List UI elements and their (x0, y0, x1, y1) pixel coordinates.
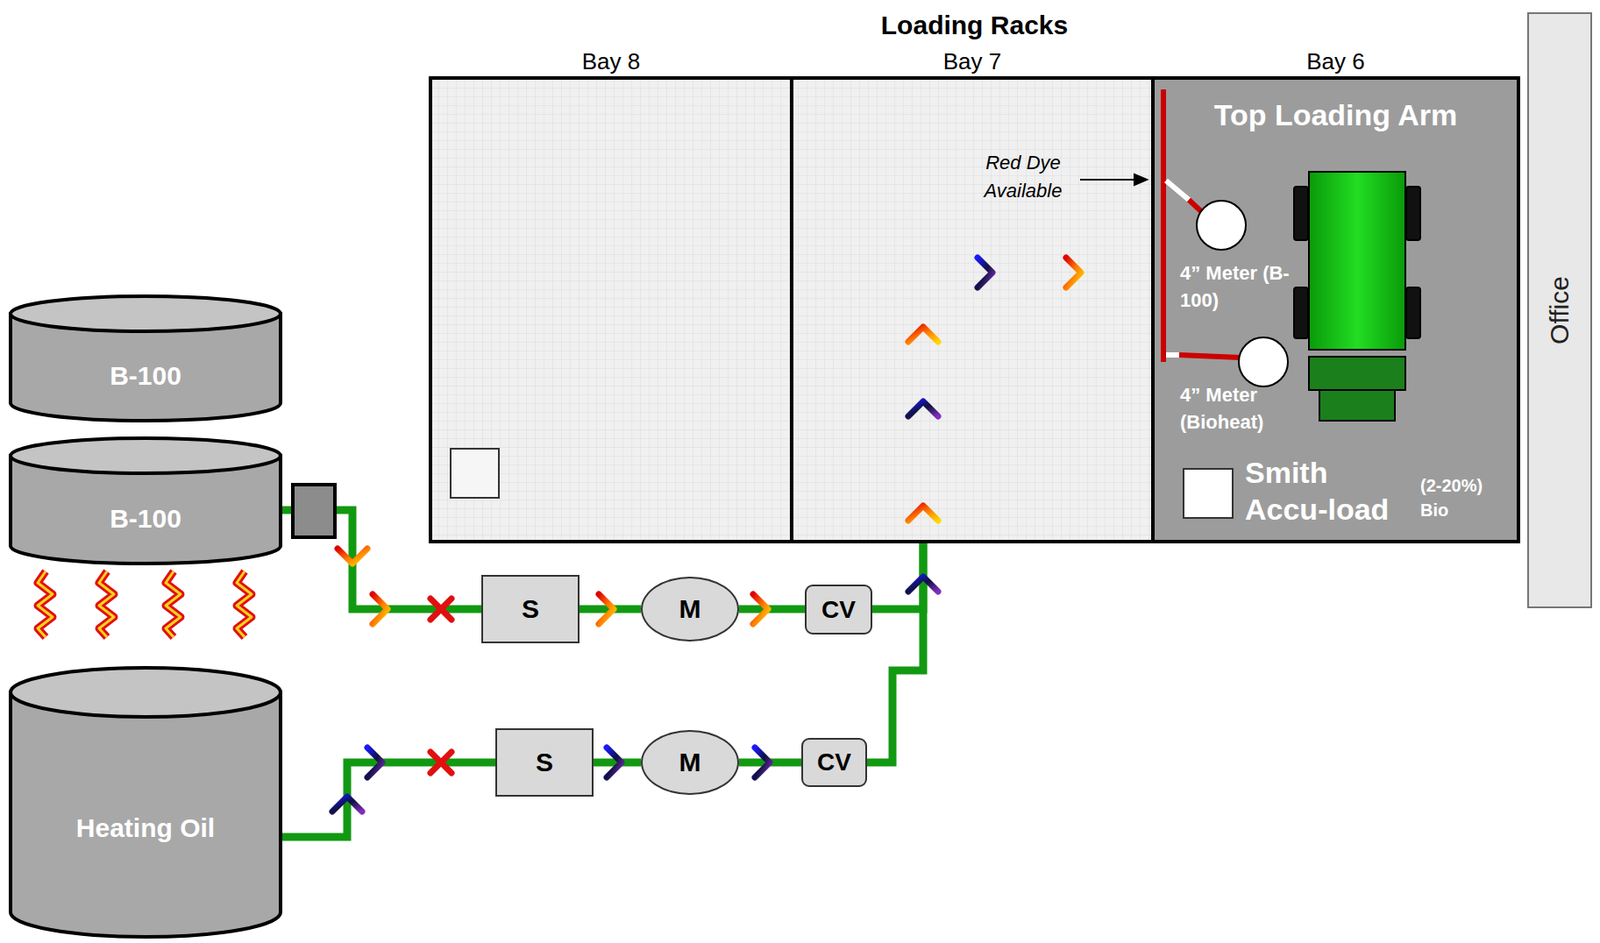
valve-symbols-part (430, 752, 452, 774)
storage-tank: Heating Oil (10, 668, 281, 939)
tank-truck-part (1308, 356, 1406, 391)
heater-flames-part (37, 571, 53, 638)
meters-part (1196, 200, 1246, 250)
office-building: Office (1527, 12, 1593, 609)
bay-fills-part (793, 79, 1155, 541)
valve-symbols (332, 257, 1081, 812)
pump-motor: M (640, 730, 740, 796)
tank-truck-part (1406, 186, 1421, 241)
heater-flames-part (236, 571, 252, 638)
valve-symbols-part (908, 401, 939, 417)
tank-truck-part (1406, 287, 1421, 339)
blend-range: (2-20%) Bio (1420, 473, 1512, 523)
bay-fills-part (432, 79, 794, 541)
storage-tanks-part (10, 438, 281, 474)
storage-tanks-part (10, 296, 281, 332)
storage-tank: B-100 (10, 296, 281, 421)
valve-symbols-part (1066, 257, 1081, 288)
node-text: Office (1544, 276, 1575, 345)
loading-racks: Loading RacksBay 8Bay 7Bay 6Top Loading … (428, 76, 1521, 544)
valve-symbols-part (332, 796, 363, 812)
storage-tanks (10, 296, 281, 938)
meter-label: 4” Meter (B-100) (1180, 259, 1291, 314)
node-text: Loading Racks (432, 9, 1517, 42)
top-loading-arm-part (1179, 355, 1241, 358)
node-text: M (679, 594, 702, 625)
node-text: Bay 8 (432, 48, 790, 75)
heater-flames (37, 571, 252, 638)
valve-symbols-part (430, 598, 452, 620)
node-text: Heating Oil (57, 809, 234, 848)
pipe-line (280, 762, 496, 838)
node-text: B-100 (109, 504, 182, 534)
valve-symbols-part (606, 747, 622, 778)
bay-fills-part (1154, 79, 1517, 541)
check-valve: CV (801, 738, 868, 788)
valve-symbols-part (598, 594, 614, 625)
valve-symbols-part (367, 747, 383, 778)
storage-tanks-part (10, 668, 281, 718)
valve-symbols-part (372, 594, 388, 625)
node-text: S (535, 747, 554, 778)
heater-flames-part (99, 571, 114, 638)
storage-tanks-part (10, 692, 281, 938)
accu-load-panel (1183, 469, 1233, 519)
check-valve: CV (804, 584, 873, 635)
valve-symbols-part (908, 505, 939, 521)
red-dye-pointer-part (1080, 178, 1137, 181)
heater-flames-part (165, 571, 181, 638)
tank-outlet-box (292, 484, 335, 538)
valve-symbols-part (753, 594, 768, 625)
valve-symbols-part (977, 257, 993, 288)
valve-symbols-part (337, 548, 368, 564)
node-text: CV (817, 748, 852, 777)
tank-truck-part (1294, 186, 1309, 241)
node-heading: Top Loading Arm (1154, 97, 1517, 133)
node-text: CV (821, 596, 856, 625)
loading-bay: Bay 7 (793, 79, 1155, 541)
valve-symbols-part (754, 747, 770, 778)
top-loading-arm-part (1166, 180, 1189, 200)
loading-bay: Bay 8 (432, 79, 794, 541)
node-text: S (521, 594, 540, 625)
controller-label: Smith Accu-load (1244, 454, 1417, 528)
strainer-box: S (481, 575, 580, 644)
meter-label: 4” Meter (Bioheat) (1180, 381, 1295, 436)
meters-part (1238, 337, 1288, 387)
node-text: Bay 7 (793, 48, 1152, 75)
tank-truck-part (1308, 171, 1406, 350)
red-dye-pointer (1080, 174, 1147, 185)
node-text: M (679, 747, 702, 778)
top-loading-arm-part (1166, 352, 1180, 358)
tank-truck-part (1319, 390, 1395, 421)
tank-truck (1294, 171, 1421, 421)
bay-fills (432, 79, 1517, 541)
pump-motor: M (640, 576, 740, 642)
pipe-connector (739, 609, 805, 611)
node-text: Bay 6 (1154, 48, 1517, 75)
pipe-line (739, 605, 805, 614)
top-loading-arm-part (1160, 89, 1167, 363)
tank-truck-part (1294, 287, 1309, 339)
valve-symbols-part (908, 327, 939, 342)
strainer-box: S (495, 728, 594, 797)
red-dye-pointer-part (1134, 174, 1147, 185)
callout-note: Red Dye Available (964, 149, 1082, 206)
valve-symbols-part (908, 576, 939, 592)
bay8-panel (450, 448, 499, 498)
storage-tank: B-100 (10, 438, 281, 564)
node-text: B-100 (109, 361, 182, 392)
pipe-connector (280, 762, 496, 838)
